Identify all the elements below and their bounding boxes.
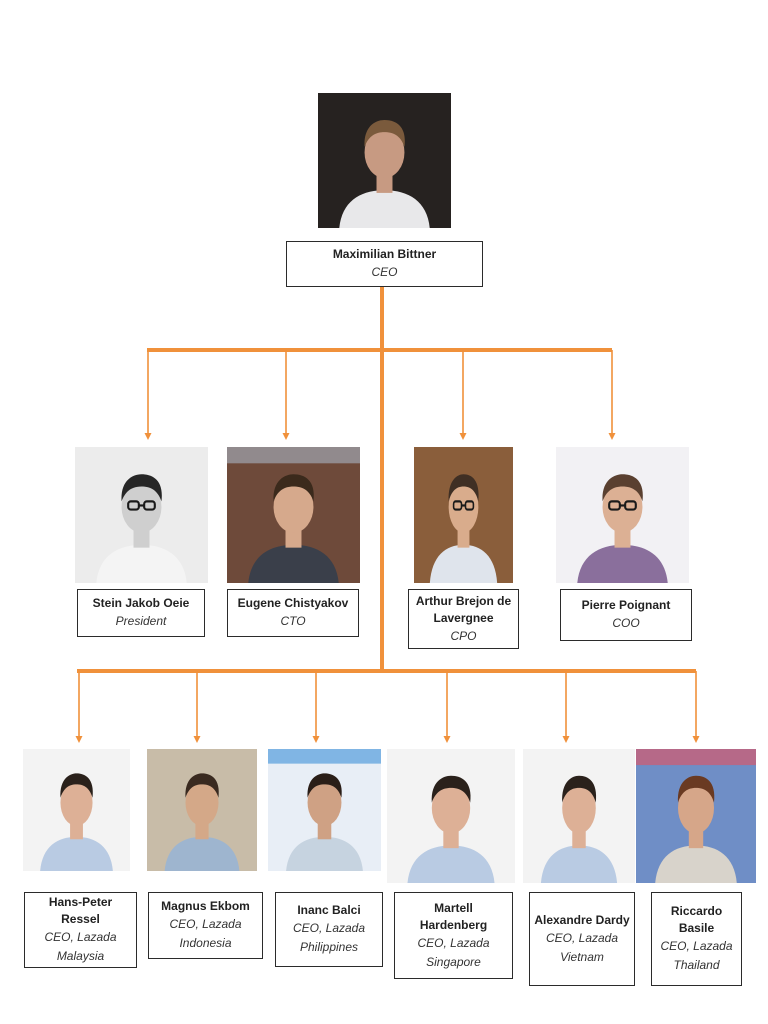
person-role: CEO, Lazada Vietnam [545, 930, 619, 964]
person-role: CEO, Lazada Philippines [292, 921, 366, 954]
person-role: CEO [371, 265, 398, 279]
portrait-silhouette [147, 749, 257, 871]
label-cpo: Arthur Brejon de Lavergnee CPO [408, 589, 519, 649]
portrait-silhouette [227, 447, 360, 583]
arrow-country-4-arrowhead [562, 736, 570, 743]
arrow-country-3-arrowhead [443, 736, 451, 743]
person-role: CEO, Lazada Indonesia [169, 917, 242, 950]
label-ceo-malaysia: Hans-Peter Ressel CEO, Lazada Malaysia [24, 892, 137, 968]
photo-ceo [318, 93, 451, 228]
photo-president [75, 447, 208, 583]
portrait-silhouette [318, 93, 451, 228]
arrow-country-2-arrowhead [312, 736, 320, 743]
arrow-executive-1-arrowhead [282, 433, 290, 440]
person-name: Stein Jakob Oeie [92, 596, 190, 610]
photo-ceo-thailand [636, 749, 756, 883]
portrait-silhouette [268, 749, 381, 871]
arrow-executive-0-arrowhead [144, 433, 152, 440]
person-role: COO [612, 616, 640, 630]
arrow-country-5-arrowhead [692, 736, 700, 743]
photo-ceo-indonesia [147, 749, 257, 871]
portrait-silhouette [636, 749, 756, 883]
portrait-silhouette [387, 749, 515, 883]
person-name: Hans-Peter Ressel [48, 895, 113, 926]
label-ceo-thailand: Riccardo Basile CEO, Lazada Thailand [651, 892, 742, 986]
person-role: CPO [450, 628, 477, 643]
person-name: Maximilian Bittner [332, 247, 437, 261]
portrait-silhouette [23, 749, 130, 871]
person-name: Pierre Poignant [581, 598, 671, 612]
label-coo: Pierre Poignant COO [560, 589, 692, 641]
label-ceo: Maximilian Bittner CEO [286, 241, 483, 287]
photo-ceo-philippines [268, 749, 381, 871]
photo-cpo [414, 447, 513, 583]
portrait-silhouette [523, 749, 635, 883]
photo-ceo-singapore [387, 749, 515, 883]
person-role: CEO, Lazada Malaysia [44, 930, 117, 963]
person-name: Inanc Balci [297, 903, 361, 917]
label-cto: Eugene Chistyakov CTO [227, 589, 359, 637]
label-ceo-singapore: Martell Hardenberg CEO, Lazada Singapore [394, 892, 513, 979]
person-name: Martell Hardenberg [419, 900, 488, 932]
person-name: Magnus Ekbom [161, 899, 250, 913]
photo-cto [227, 447, 360, 583]
person-name: Arthur Brejon de Lavergnee [415, 593, 512, 625]
portrait-silhouette [556, 447, 689, 583]
arrow-executive-2-arrowhead [459, 433, 467, 440]
portrait-silhouette [414, 447, 513, 583]
arrow-country-0-arrowhead [75, 736, 83, 743]
photo-coo [556, 447, 689, 583]
label-ceo-indonesia: Magnus Ekbom CEO, Lazada Indonesia [148, 892, 263, 959]
person-name: Alexandre Dardy [534, 912, 630, 927]
label-ceo-vietnam: Alexandre Dardy CEO, Lazada Vietnam [529, 892, 635, 986]
arrow-country-1-arrowhead [193, 736, 201, 743]
person-name: Eugene Chistyakov [237, 596, 349, 610]
label-ceo-philippines: Inanc Balci CEO, Lazada Philippines [275, 892, 383, 967]
person-role: President [115, 614, 167, 628]
person-role: CEO, Lazada Thailand [660, 939, 733, 972]
portrait-silhouette [75, 447, 208, 583]
photo-ceo-vietnam [523, 749, 635, 883]
label-president: Stein Jakob Oeie President [77, 589, 205, 637]
arrow-executive-3-arrowhead [608, 433, 616, 440]
person-role: CEO, Lazada Singapore [417, 935, 490, 969]
photo-ceo-malaysia [23, 749, 130, 871]
person-role: CTO [280, 614, 306, 628]
person-name: Riccardo Basile [670, 904, 723, 935]
